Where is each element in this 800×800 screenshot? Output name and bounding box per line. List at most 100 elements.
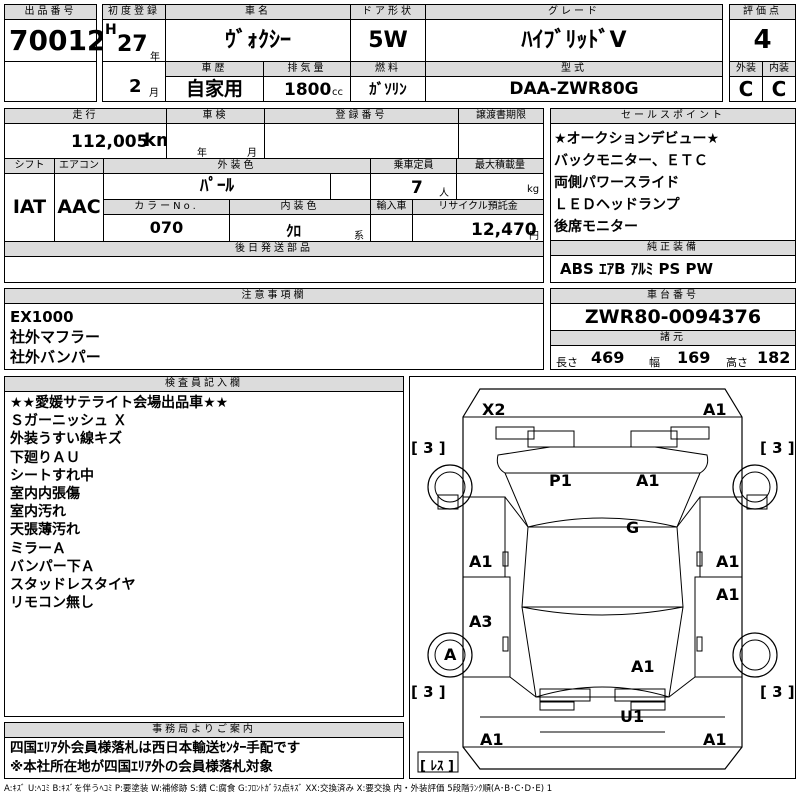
damage-mark-left-rear-door: A3 bbox=[469, 612, 493, 631]
transfer-deadline-header: 譲渡書期限 bbox=[458, 108, 544, 124]
height-label: 高さ bbox=[726, 356, 748, 369]
recycle-unit: 円 bbox=[529, 231, 539, 242]
spare-tire: [ ﾚｽ ] bbox=[420, 759, 454, 774]
inspector-line: 室内汚れ bbox=[10, 504, 66, 521]
notes-header: 注意事項欄 bbox=[4, 288, 544, 304]
first-registration-month: 2 bbox=[129, 76, 142, 97]
notes: EX1000 社外マフラー 社外バンパー bbox=[4, 303, 544, 370]
vehicle-history: 自家用 bbox=[165, 76, 264, 102]
exterior-color: ﾊﾟｰﾙ bbox=[103, 173, 331, 200]
sales-point-header: セールスポイント bbox=[550, 108, 796, 124]
model-code: DAA-ZWR80G bbox=[425, 76, 723, 102]
interior-color-header: 内装色 bbox=[229, 199, 371, 215]
tire-rear-right: [ 3 ] bbox=[760, 683, 795, 701]
note-line: 社外バンパー bbox=[10, 348, 101, 366]
damage-mark-right-front-door: A1 bbox=[716, 552, 740, 571]
damage-mark-front-left: X2 bbox=[482, 400, 506, 419]
car-name-header: 車名 bbox=[165, 4, 351, 20]
inspection-cell: 年 月 bbox=[166, 123, 265, 159]
first-registration-month-cell: 2 月 bbox=[102, 61, 166, 102]
score-header: 評価点 bbox=[729, 4, 796, 20]
capacity-cell: 7 人 bbox=[370, 173, 457, 200]
displacement: 1800 bbox=[284, 80, 332, 100]
registration-number-header: 登録番号 bbox=[264, 108, 459, 124]
recycle-header: リサイクル預託金 bbox=[412, 199, 544, 215]
import-cell bbox=[370, 214, 413, 242]
registration-number bbox=[264, 123, 459, 159]
later-parts-header: 後日発送部品 bbox=[4, 241, 544, 257]
lot-number-header: 出品番号 bbox=[4, 4, 97, 20]
later-parts bbox=[4, 256, 544, 283]
grade: ﾊｲﾌﾞﾘｯﾄﾞV bbox=[425, 19, 723, 62]
chassis-number: ZWR80-0094376 bbox=[550, 303, 796, 331]
damage-mark-left-front-door: A1 bbox=[469, 552, 493, 571]
capacity-header: 乗車定員 bbox=[370, 158, 457, 174]
transfer-deadline bbox=[458, 123, 544, 159]
note-line: 社外マフラー bbox=[10, 328, 101, 346]
shift-type: IAT bbox=[4, 173, 55, 242]
inspection-header: 車検 bbox=[166, 108, 265, 124]
mileage-cell: 112,005 km bbox=[4, 123, 175, 159]
inspector-line: ミラーＡ bbox=[10, 540, 66, 557]
inspection-year-unit: 年 bbox=[197, 148, 207, 159]
car-outline-diagram bbox=[417, 388, 778, 773]
lot-number-blank bbox=[4, 61, 97, 102]
tire-rear-left: [ 3 ] bbox=[411, 683, 446, 701]
max-load-unit: kg bbox=[527, 184, 540, 195]
tire-front-left: [ 3 ] bbox=[411, 439, 446, 457]
dimensions-header: 諸元 bbox=[550, 330, 796, 346]
equipment: ABS ｴｱB ｱﾙﾐ PS PW bbox=[550, 255, 796, 283]
inspector-line: スタッドレスタイヤ bbox=[10, 577, 136, 594]
interior-score-header: 内装 bbox=[762, 61, 796, 77]
interior-color-cell: ｸﾛ 系 bbox=[229, 214, 371, 242]
interior-score: C bbox=[762, 76, 796, 102]
fuel-type: ｶﾞｿﾘﾝ bbox=[350, 76, 426, 102]
car-name: ｳﾞｫｸｼｰ bbox=[165, 19, 351, 62]
damage-mark-front-right: A1 bbox=[703, 400, 727, 419]
year-unit: 年 bbox=[150, 52, 160, 63]
capacity-unit: 人 bbox=[439, 188, 449, 199]
width-value: 169 bbox=[677, 348, 711, 367]
inspector-line: リモコン無し bbox=[10, 595, 94, 612]
inspection-month-unit: 月 bbox=[247, 148, 257, 159]
recycle-cell: 12,470 円 bbox=[412, 214, 544, 242]
damage-mark-rear-bumper: U1 bbox=[620, 707, 645, 726]
inspector-line: バンパー下Ａ bbox=[10, 558, 95, 575]
auction-score: 4 bbox=[729, 19, 796, 62]
inspector-notes: ★★愛媛サテライト会場出品車★★ Ｓガーニッシュ Ｘ 外装うすい線キズ 下廻りＡ… bbox=[4, 391, 404, 717]
damage-mark-hood-right: A1 bbox=[636, 471, 660, 490]
tire-front-right: [ 3 ] bbox=[760, 439, 795, 457]
inspector-line: ★★愛媛サテライト会場出品車★★ bbox=[10, 395, 229, 411]
inspector-line: シートすれ中 bbox=[10, 467, 94, 484]
car-diagram: X2 A1 P1 A1 G A1 A1 A1 A3 A A1 U1 A1 A1 … bbox=[409, 376, 796, 779]
shift-header: シフト bbox=[4, 158, 55, 174]
door-type: 5W bbox=[350, 19, 426, 62]
aircon-type: AAC bbox=[54, 173, 104, 242]
damage-mark-right-rear-door: A1 bbox=[716, 585, 740, 604]
grade-header: グレード bbox=[425, 4, 723, 20]
inspector-line: Ｓガーニッシュ Ｘ bbox=[10, 413, 127, 430]
first-registration-year: 27 bbox=[117, 32, 148, 57]
era-letter: H bbox=[105, 22, 117, 38]
width-label: 幅 bbox=[649, 356, 660, 369]
mileage-header: 走行 bbox=[4, 108, 167, 124]
month-unit: 月 bbox=[149, 88, 159, 99]
interior-color: ｸﾛ bbox=[286, 222, 302, 240]
sales-point-item: 両側パワースライド bbox=[554, 175, 680, 191]
damage-mark-rear-right: A1 bbox=[703, 730, 727, 749]
first-registration-year-cell: H 27 年 bbox=[102, 19, 166, 63]
door-header: ドア形状 bbox=[350, 4, 426, 20]
aircon-header: エアコン bbox=[54, 158, 104, 174]
damage-mark-left-rear-wheel: A bbox=[444, 645, 457, 664]
max-load-header: 最大積載量 bbox=[456, 158, 544, 174]
interior-color-unit: 系 bbox=[354, 231, 364, 242]
recycle-fee: 12,470 bbox=[471, 220, 537, 240]
office-line: 四国ｴﾘｱ外会員様落札は西日本輸送ｾﾝﾀｰ手配です bbox=[10, 740, 301, 756]
sales-point-item: 後席モニター bbox=[554, 219, 638, 235]
inspector-line: 室内内張傷 bbox=[10, 486, 80, 503]
import-header: 輸入車 bbox=[370, 199, 413, 215]
color-number: 070 bbox=[103, 214, 230, 242]
chassis-header: 車台番号 bbox=[550, 288, 796, 304]
displacement-cell: 1800 cc bbox=[263, 76, 351, 102]
note-line: EX1000 bbox=[10, 308, 74, 326]
